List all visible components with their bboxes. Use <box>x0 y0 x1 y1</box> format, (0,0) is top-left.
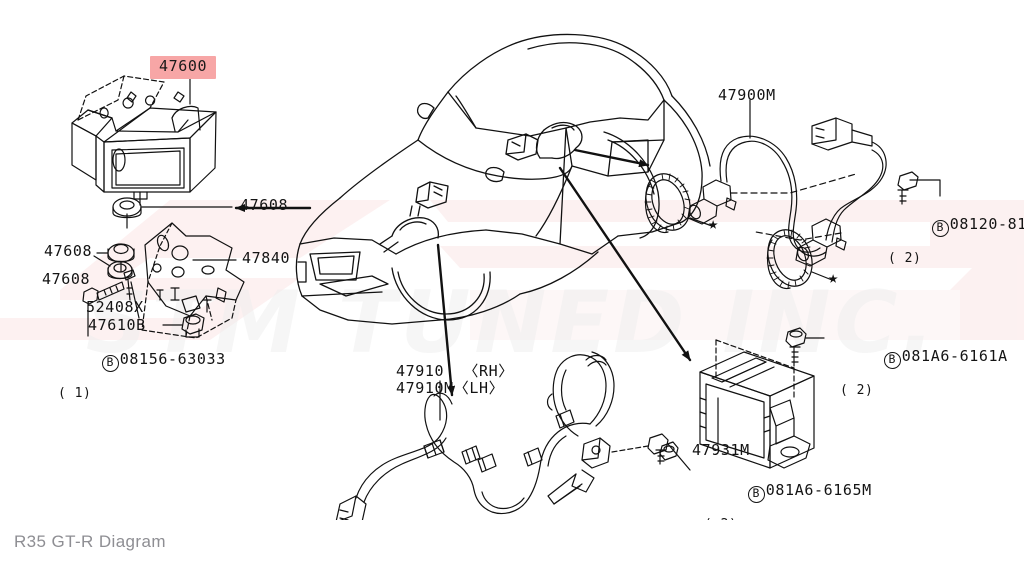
label-47931m[interactable]: 47931M <box>692 441 750 459</box>
leader-08120 <box>909 179 941 197</box>
label-08120-8162e-text: 08120-8162E <box>949 214 1024 233</box>
leader-47608-lower <box>93 255 111 267</box>
label-08120-8162e-qty: ( 2) <box>888 250 922 266</box>
label-47840[interactable]: 47840 <box>242 249 291 267</box>
leader-star-lower <box>811 271 833 281</box>
page-caption: R35 GT-R Diagram <box>14 532 166 551</box>
label-081a6-6165m-qty: ( 2) <box>704 517 872 520</box>
bracket-47840-art <box>141 222 245 339</box>
star-marker-lower-ring: ★ <box>828 268 839 288</box>
label-47910m-lh[interactable]: 47910M〈LH〉 <box>396 379 505 397</box>
screw-small-art <box>123 269 136 301</box>
parts-diagram-canvas: STM TUNED INC. <box>0 33 1024 520</box>
grommet-upper-art <box>112 197 142 229</box>
label-47608-upper[interactable]: 47608 <box>240 196 289 214</box>
label-081a6-6161a-qty: ( 2) <box>840 382 874 398</box>
rear-sensor-47900m-art <box>687 117 887 267</box>
label-47610b[interactable]: 47610B <box>88 316 146 334</box>
leader-52408x <box>130 281 140 319</box>
grommet-mid-art <box>107 243 135 273</box>
bolt-081a6-6161a-art <box>785 327 807 367</box>
star-marker-upper-ring: ★ <box>708 214 719 234</box>
abs-actuator-art <box>71 75 217 206</box>
leader-star-upper <box>689 217 713 227</box>
label-081a6-6161a-text: 081A6-6161A <box>901 346 1008 365</box>
label-08156-63033-qty: ( 1) <box>58 385 92 401</box>
b-circle-icon: B <box>101 354 119 372</box>
label-47910-rh[interactable]: 47910 〈RH〉 <box>396 362 514 380</box>
label-47600[interactable]: 47600 <box>150 56 217 79</box>
sensor-ring-upper-art <box>644 173 691 234</box>
arrow-to-rear-sensor <box>573 148 650 168</box>
label-52408x[interactable]: 52408X <box>86 298 144 316</box>
grommet-lower-art <box>107 260 133 280</box>
control-unit-47931m-art <box>699 339 815 469</box>
leader-081a6-6165m <box>667 443 691 471</box>
bolt-081a6-6165m-art <box>659 441 679 461</box>
label-08156-63033-text: 08156-63033 <box>119 349 226 368</box>
label-47900m[interactable]: 47900M <box>718 86 776 104</box>
label-47608-lower[interactable]: 47608 <box>42 270 91 288</box>
gtr-car-illustration <box>295 33 711 325</box>
arrow-to-control-unit <box>558 166 692 362</box>
b-circle-icon: B <box>747 485 765 503</box>
bolt-08120-art <box>897 171 919 205</box>
front-sensor-47910-art <box>335 351 669 520</box>
nut-47610b-art <box>181 313 205 338</box>
label-081a6-6165m-text: 081A6-6165M <box>765 480 872 499</box>
b-circle-icon: B <box>883 351 901 369</box>
label-47608-mid[interactable]: 47608 <box>44 242 93 260</box>
line-art <box>71 33 941 520</box>
sensor-ring-lower-art <box>766 229 813 290</box>
bolt-52408x-art <box>82 281 125 305</box>
b-circle-icon: B <box>931 219 949 237</box>
